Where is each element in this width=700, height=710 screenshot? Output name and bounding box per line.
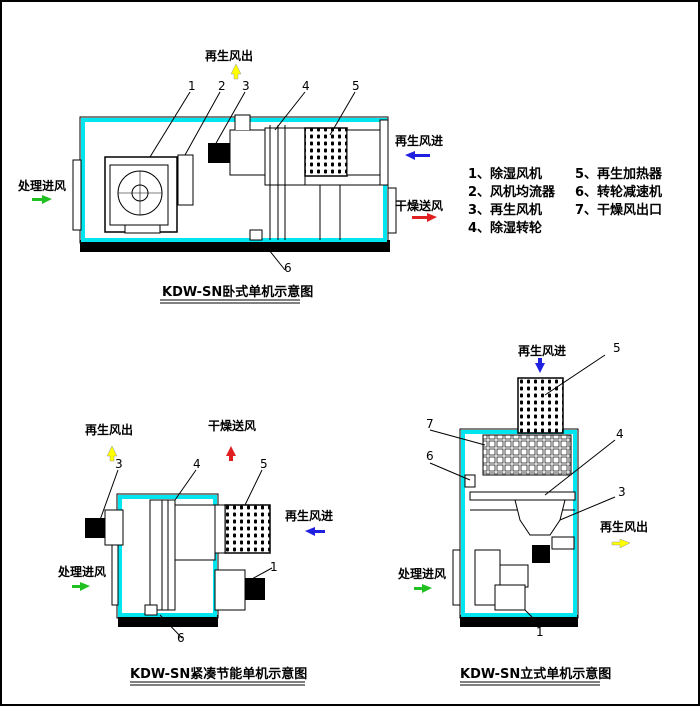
top-callout-6: 6 <box>284 261 292 275</box>
vertical-regen-in-label: 再生风进 <box>518 343 566 358</box>
top-process-in-label: 处理进风 <box>17 178 66 193</box>
top-dehumid-fan <box>104 156 178 233</box>
compact-view-diagram <box>85 493 305 686</box>
vertical-regen-out-arrow <box>611 538 631 549</box>
top-dry-out-label: 干燥送风 <box>395 198 443 213</box>
top-reducer <box>249 229 263 241</box>
vertical-dry-outlet <box>482 434 572 476</box>
top-callout-3: 3 <box>242 79 250 93</box>
top-process-in-arrow <box>32 195 52 204</box>
top-regen-in-label: 再生风进 <box>395 133 443 148</box>
top-dry-out-arrow <box>412 213 437 222</box>
compact-callout-6: 6 <box>177 631 185 645</box>
legend-item-1: 1、除湿风机 <box>468 166 542 182</box>
compact-process-in-arrow <box>72 582 90 591</box>
compact-callout-5: 5 <box>260 457 268 471</box>
compact-callout-3: 3 <box>115 457 123 471</box>
vertical-cone <box>514 499 566 536</box>
top-callout-4: 4 <box>302 79 310 93</box>
vertical-process-in-label: 处理进风 <box>397 566 446 581</box>
top-fan-equalizer <box>177 154 194 206</box>
legend-item-4: 4、除湿转轮 <box>468 220 542 236</box>
vertical-leaders <box>429 354 616 621</box>
vertical-callout-1: 1 <box>536 625 544 639</box>
compact-caption: KDW-SN紧凑节能单机示意图 <box>130 666 307 682</box>
top-leaders <box>149 91 356 271</box>
vertical-process-in-arrow <box>414 584 432 593</box>
compact-regen-out-label: 再生风出 <box>85 422 133 437</box>
compact-arrows <box>72 445 325 591</box>
vertical-callout-6: 6 <box>426 449 434 463</box>
vertical-regen-out-label: 再生风出 <box>600 519 648 534</box>
compact-leaders <box>99 469 273 639</box>
compact-dry-out-arrow <box>226 446 236 461</box>
compact-regen-out-arrow <box>106 445 118 462</box>
compact-process-in-label: 处理进风 <box>57 564 106 579</box>
legend-item-5: 5、再生加热器 <box>575 166 663 182</box>
top-regen-in-arrow <box>405 151 430 160</box>
vertical-callout-3: 3 <box>618 485 626 499</box>
vertical-caption: KDW-SN立式单机示意图 <box>460 666 611 682</box>
top-callout-5: 5 <box>352 79 360 93</box>
compact-dehumid-fan <box>214 569 246 611</box>
vertical-callout-4: 4 <box>616 427 624 441</box>
top-regen-fan <box>229 129 266 176</box>
vertical-view-diagram <box>452 377 600 686</box>
vertical-regen-motor <box>532 545 550 563</box>
top-caption: KDW-SN卧式单机示意图 <box>162 284 313 300</box>
top-inlet-flange <box>72 159 82 231</box>
top-regen-fan-motor <box>208 143 230 163</box>
top-regen-heater <box>304 127 348 177</box>
compact-regen-fan-motor <box>85 518 105 538</box>
top-arrows <box>32 63 437 222</box>
top-regen-out-arrow <box>230 63 242 80</box>
compact-heater <box>224 504 271 554</box>
legend: 1、除湿风机 2、风机均流器 3、再生风机 4、除湿转轮 5、再生加热器 6、转… <box>468 166 663 236</box>
legend-item-6: 6、转轮减速机 <box>575 184 662 200</box>
compact-dry-out-label: 干燥送风 <box>208 418 256 433</box>
top-callout-2: 2 <box>218 79 226 93</box>
legend-item-7: 7、干燥风出口 <box>575 202 662 218</box>
compact-regen-in-arrow <box>305 527 325 536</box>
top-view-diagram <box>72 114 397 304</box>
vertical-heater <box>517 377 564 434</box>
vertical-callout-5: 5 <box>613 341 621 355</box>
vertical-regen-in-arrow <box>535 358 545 373</box>
compact-callout-4: 4 <box>193 457 201 471</box>
top-callout-1: 1 <box>188 79 196 93</box>
vertical-wheel <box>469 491 576 501</box>
top-regen-out-label: 再生风出 <box>205 48 253 63</box>
legend-item-3: 3、再生风机 <box>468 202 542 218</box>
legend-item-2: 2、风机均流器 <box>468 184 556 200</box>
vertical-arrows <box>414 358 631 593</box>
compact-callout-1: 1 <box>270 560 278 574</box>
top-dry-out-flange <box>387 187 397 234</box>
compact-regen-in-label: 再生风进 <box>285 508 333 523</box>
vertical-callout-7: 7 <box>426 417 434 431</box>
